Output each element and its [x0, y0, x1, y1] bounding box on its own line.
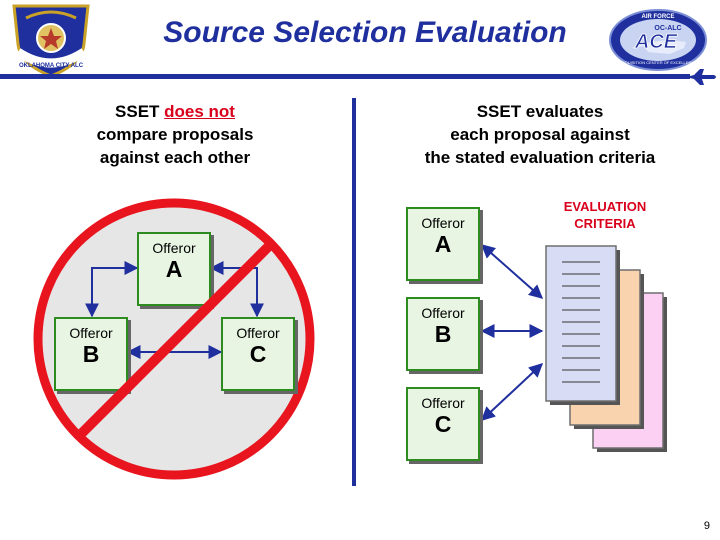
right-logo-badge-text: OC-ALC: [654, 25, 681, 32]
offeror-label: Offeror: [69, 325, 113, 341]
header-rule: [0, 74, 690, 79]
left-heading-line3: against each other: [99, 148, 251, 167]
offeror-letter: B: [434, 321, 452, 347]
right-heading: SSET evaluates each proposal against the…: [390, 100, 690, 169]
offeror-label: Offeror: [421, 305, 465, 321]
offeror-label: Offeror: [421, 215, 465, 231]
left-offeror-b: Offeror B: [54, 317, 128, 391]
offeror-label: Offeror: [152, 240, 196, 256]
right-heading-line3: the stated evaluation criteria: [424, 148, 656, 167]
right-logo-bottom-text: ACQUISITION CENTER OF EXCELLENCE: [619, 60, 697, 65]
criteria-label-line1: EVALUATION: [563, 199, 647, 214]
left-heading-line2: compare proposals: [96, 125, 254, 144]
left-heading-emphasis: does not: [164, 102, 235, 121]
criteria-label-line2: CRITERIA: [574, 216, 636, 231]
right-heading-line1: SSET evaluates: [476, 102, 604, 121]
offeror-letter: A: [165, 256, 183, 282]
offeror-letter: C: [249, 341, 267, 367]
left-offeror-a: Offeror A: [137, 232, 211, 306]
offeror-label: Offeror: [421, 395, 465, 411]
offeror-letter: B: [82, 341, 100, 367]
right-offeror-a: Offeror A: [406, 207, 480, 281]
right-logo-top-text: AIR FORCE: [642, 14, 675, 20]
offeror-label: Offeror: [236, 325, 280, 341]
offeror-letter: A: [434, 231, 452, 257]
right-offeror-b: Offeror B: [406, 297, 480, 371]
criteria-label: EVALUATION CRITERIA: [530, 198, 680, 232]
offeror-letter: C: [434, 411, 452, 437]
right-offeror-c: Offeror C: [406, 387, 480, 461]
jet-icon: [686, 69, 716, 85]
panel-divider: [352, 98, 356, 486]
left-offeror-c: Offeror C: [221, 317, 295, 391]
right-heading-line2: each proposal against: [450, 125, 630, 144]
page-title: Source Selection Evaluation: [163, 16, 567, 49]
right-logo-main-text: ACE: [634, 31, 678, 53]
page-number: 9: [703, 520, 710, 532]
arrow-criteria-a: [480, 244, 544, 299]
left-logo-text: OKLAHOMA CITY ALC: [19, 63, 84, 69]
arrow-criteria-c: [480, 363, 544, 421]
criteria-doc-front: [545, 245, 620, 405]
left-heading-prefix: SSET: [115, 102, 165, 121]
right-logo: AIR FORCE OC-ALC ACE ACQUISITION CENTER …: [609, 9, 707, 71]
left-heading: SSET does not compare proposals against …: [40, 100, 310, 169]
